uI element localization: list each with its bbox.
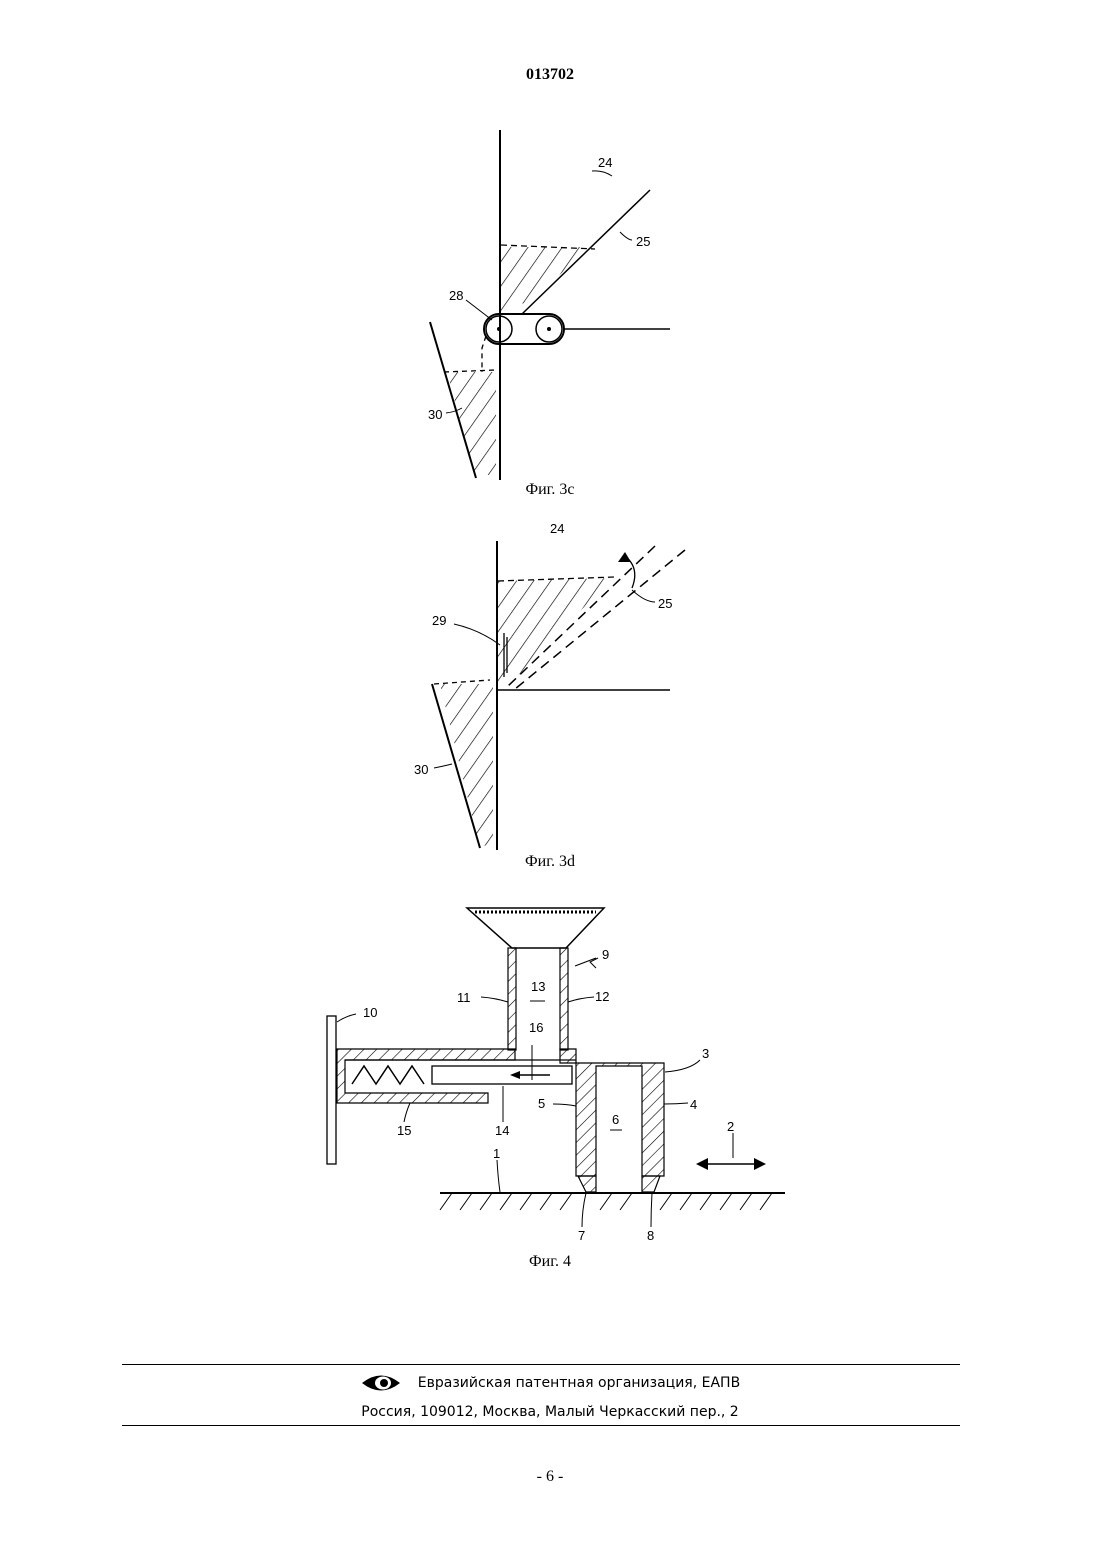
footer-address: Россия, 109012, Москва, Малый Черкасский… — [0, 1404, 1100, 1420]
label-9: 9 — [602, 947, 609, 962]
label-8: 8 — [647, 1228, 654, 1243]
label-2: 2 — [727, 1119, 734, 1134]
footer-bottom-rule — [122, 1425, 960, 1426]
label-10: 10 — [363, 1005, 377, 1020]
label-3: 3 — [702, 1046, 709, 1061]
label-5: 5 — [538, 1096, 545, 1111]
label-15: 15 — [397, 1123, 411, 1138]
eye-logo-icon — [360, 1372, 402, 1394]
label-13: 13 — [531, 979, 545, 994]
label-7: 7 — [578, 1228, 585, 1243]
footer-top-rule — [122, 1364, 960, 1365]
footer-organization-line: Евразийская патентная организация, ЕАПВ — [0, 1372, 1100, 1398]
label-14: 14 — [495, 1123, 509, 1138]
figure-4-caption: Фиг. 4 — [0, 1253, 1100, 1271]
footer-organization: Евразийская патентная организация, ЕАПВ — [418, 1375, 740, 1391]
page-number: - 6 - — [0, 1468, 1100, 1486]
label-11: 11 — [457, 990, 471, 1005]
label-1: 1 — [493, 1146, 500, 1161]
label-4: 4 — [690, 1097, 697, 1112]
label-6: 6 — [612, 1112, 619, 1127]
figure-4-drawing: 9 13 11 12 10 16 3 4 5 6 15 14 2 1 7 8 — [0, 0, 1100, 1250]
label-12: 12 — [595, 989, 609, 1004]
label-16: 16 — [529, 1020, 543, 1035]
